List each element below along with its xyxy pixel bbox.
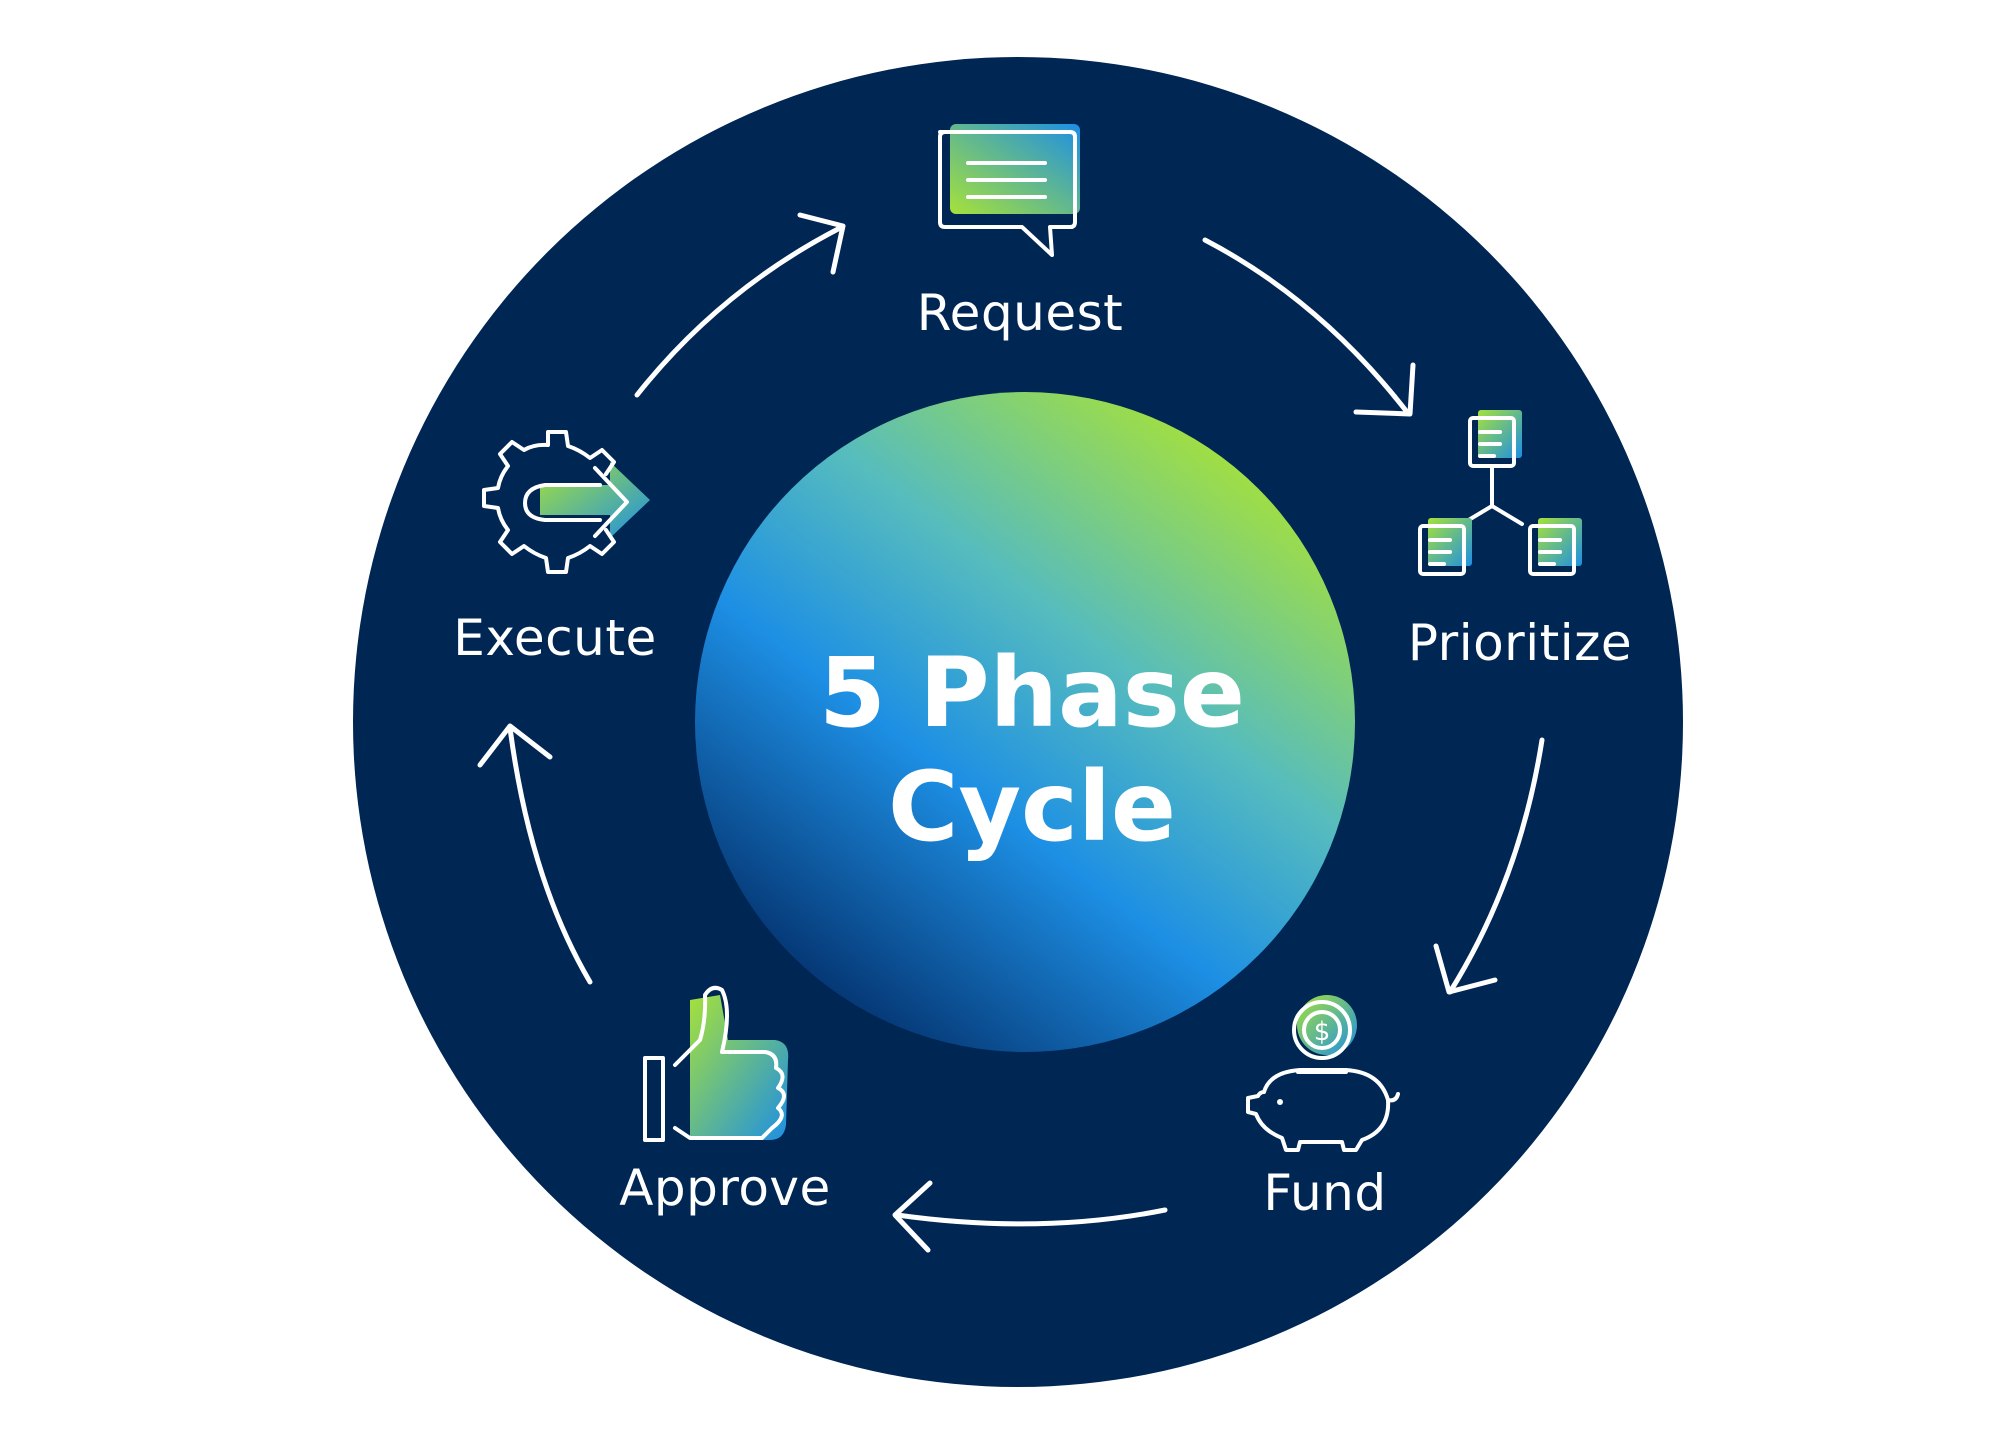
phase-fund: $ Fund bbox=[1246, 995, 1400, 1222]
cycle-arrows bbox=[477, 212, 1545, 1253]
phase-label-fund: Fund bbox=[1263, 1164, 1386, 1222]
thumbs-up-icon bbox=[643, 985, 789, 1142]
phase-request: Request bbox=[917, 124, 1124, 342]
center-circle: 5 Phase Cycle bbox=[695, 392, 1355, 1052]
phase-execute: Execute bbox=[453, 430, 656, 667]
arrow-prioritize-to-fund bbox=[1433, 737, 1545, 995]
arrow-fund-to-approve bbox=[892, 1180, 1168, 1253]
arrow-approve-to-execute bbox=[477, 723, 593, 985]
gear-arrow-icon bbox=[482, 430, 650, 574]
phase-label-prioritize: Prioritize bbox=[1408, 614, 1632, 672]
arrow-execute-to-request bbox=[634, 212, 846, 398]
phase-label-approve: Approve bbox=[619, 1159, 831, 1217]
chat-bubble-icon bbox=[938, 124, 1080, 257]
phase-label-execute: Execute bbox=[453, 609, 656, 667]
piggy-bank-icon: $ bbox=[1246, 995, 1400, 1152]
arrow-request-to-prioritize bbox=[1202, 237, 1416, 417]
dollar-sign-icon: $ bbox=[1314, 1017, 1331, 1047]
phase-prioritize: Prioritize bbox=[1408, 410, 1632, 672]
phase-approve: Approve bbox=[619, 985, 831, 1217]
center-title-line1: 5 Phase bbox=[819, 637, 1245, 749]
hierarchy-documents-icon bbox=[1418, 410, 1582, 576]
phase-label-request: Request bbox=[917, 284, 1124, 342]
center-title-line2: Cycle bbox=[888, 751, 1176, 863]
